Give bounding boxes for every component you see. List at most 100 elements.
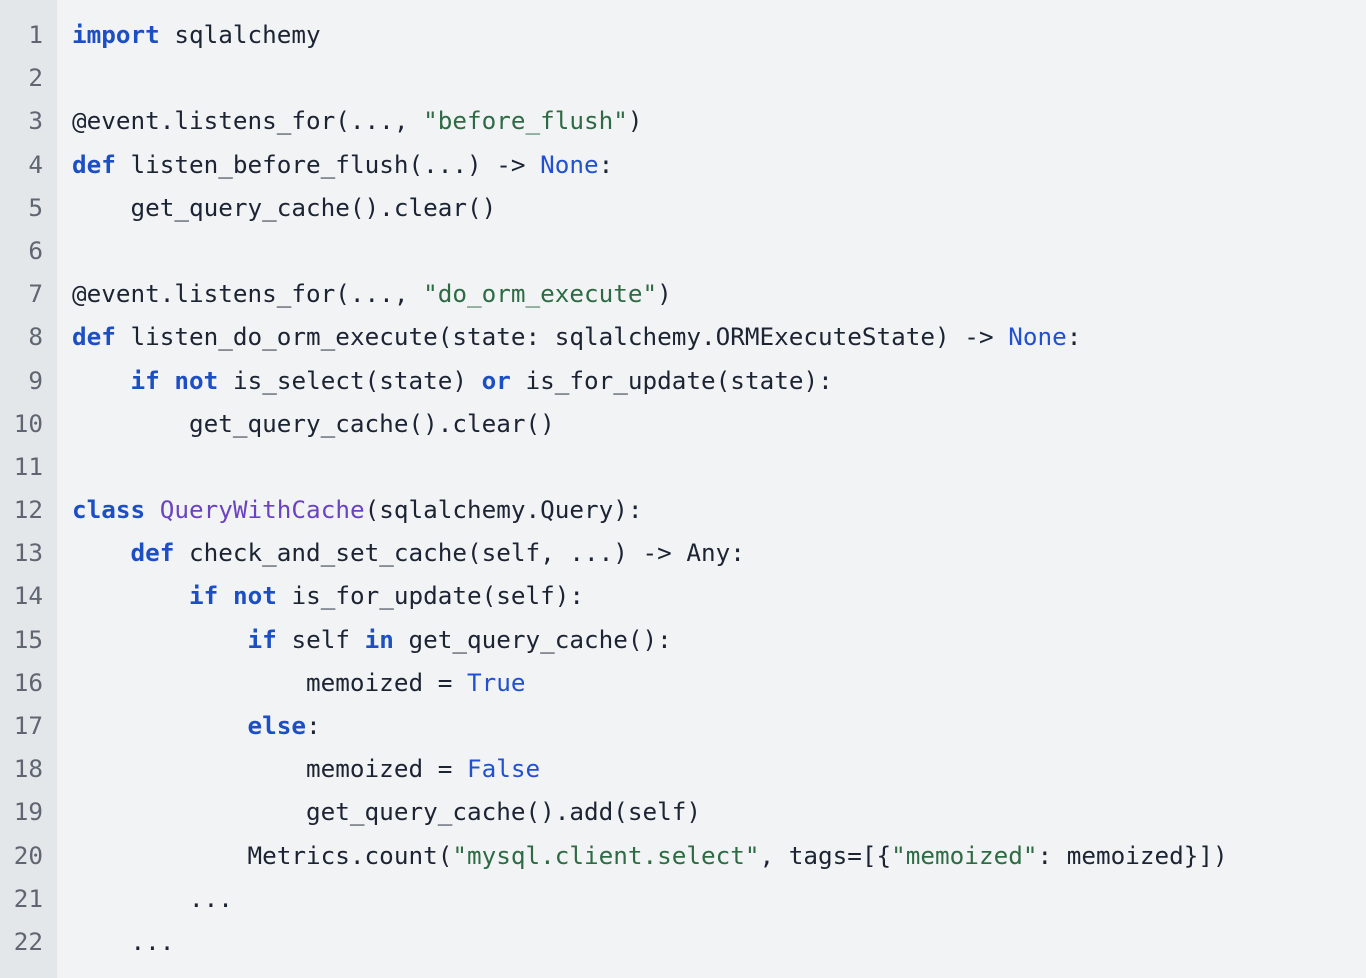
code-token: ) [657,279,672,309]
code-line: 6 [0,229,1366,272]
code-token: memoized = [72,754,467,784]
line-number: 17 [13,711,43,740]
constant-token: False [466,754,541,784]
keyword-token: not [232,581,277,611]
code-line: 22 ... [0,920,1366,963]
code-text: def listen_do_orm_execute(state: sqlalch… [72,315,1081,358]
code-text: if self in get_query_cache(): [72,618,672,661]
code-line: 19 get_query_cache().add(self) [0,790,1366,833]
code-token [72,366,131,395]
keyword-token: def [130,538,175,568]
code-line: 1 import sqlalchemy [0,13,1366,56]
code-text: import sqlalchemy [72,13,321,56]
keyword-token: def [72,149,116,179]
code-token [72,711,248,740]
code-text: ... [72,920,175,963]
string-token: "do_orm_execute" [423,279,658,309]
code-token: , tags=[{ [759,840,892,870]
constant-token: None [540,149,599,179]
code-line: 10 get_query_cache().clear() [0,402,1366,445]
keyword-token: def [72,322,116,352]
code-text: if not is_select(state) or is_for_update… [72,359,833,402]
line-number: 2 [28,63,43,93]
line-number: 14 [13,581,43,611]
code-token: get_query_cache().add(self) [72,797,702,827]
code-token: @event.listens_for(..., [72,279,424,309]
code-token: get_query_cache(): [393,624,672,654]
line-number: 9 [28,365,43,395]
line-number: 21 [13,883,43,913]
code-token [160,366,175,395]
line-number: 13 [13,538,43,568]
code-text: memoized = True [72,661,525,704]
code-token: get_query_cache().clear() [72,192,497,222]
code-token [72,581,189,610]
line-number: 3 [28,106,43,136]
line-number: 19 [13,797,43,827]
code-token: Metrics.count( [72,840,453,870]
code-text: Metrics.count("mysql.client.select", tag… [72,834,1228,877]
code-line: 3 @event.listens_for(..., "before_flush") [0,99,1366,142]
code-line: 17 else: [0,704,1366,747]
line-number: 1 [28,20,43,49]
code-token [72,625,248,654]
code-line: 21 ... [0,877,1366,920]
code-token: ) [627,106,643,136]
code-token: is_for_update(self): [276,581,585,611]
line-number: 20 [13,840,43,870]
keyword-token: import [72,20,160,49]
code-token: listen_do_orm_execute(state: sqlalchemy.… [115,322,1009,352]
code-line: 4 def listen_before_flush(...) -> None: [0,143,1366,186]
code-text: class QueryWithCache(sqlalchemy.Query): [72,488,643,531]
line-number-gutter [0,0,57,978]
code-text: memoized = False [72,747,540,790]
code-text: @event.listens_for(..., "do_orm_execute"… [72,272,672,315]
code-line: 7 @event.listens_for(..., "do_orm_execute… [0,272,1366,315]
code-token [145,495,160,524]
code-token: : memoized}]) [1037,840,1228,870]
class-name-token: QueryWithCache [159,495,365,525]
code-token: ... [72,883,233,913]
line-number: 18 [13,754,43,784]
keyword-token: if [189,581,219,611]
code-line: 11 [0,445,1366,488]
code-line: 15 if self in get_query_cache(): [0,618,1366,661]
keyword-token: if [247,624,277,654]
line-number: 7 [28,279,43,309]
line-number: 15 [13,624,43,654]
code-token: : [598,149,614,179]
line-number: 22 [13,926,43,956]
line-number: 4 [28,149,43,179]
code-token: get_query_cache().clear() [72,408,555,438]
code-text: get_query_cache().clear() [72,186,497,229]
code-token: memoized = [72,667,467,697]
code-line: 20 Metrics.count("mysql.client.select", … [0,834,1366,877]
code-token: : [1066,322,1082,352]
code-text: else: [72,704,321,747]
code-line: 18 memoized = False [0,747,1366,790]
string-token: "mysql.client.select" [452,840,760,870]
line-number: 8 [28,322,43,352]
code-token: check_and_set_cache(self, ...) -> Any: [174,538,745,568]
code-line: 8 def listen_do_orm_execute(state: sqlalc… [0,315,1366,358]
code-text: get_query_cache().add(self) [72,790,701,833]
code-line: 2 [0,56,1366,99]
keyword-token: else [247,711,307,740]
code-token: @event.listens_for(..., [72,106,424,136]
keyword-token: or [481,365,511,395]
code-text: @event.listens_for(..., "before_flush") [72,99,643,142]
code-token [72,538,131,567]
string-token: "before_flush" [423,106,628,136]
code-token: : [306,711,321,740]
constant-token: True [466,667,526,697]
code-token: listen_before_flush(...) -> [115,149,541,179]
code-token: sqlalchemy [159,20,321,49]
line-number: 11 [13,451,43,481]
line-number: 6 [28,235,43,265]
keyword-token: class [72,495,146,525]
code-line: 13 def check_and_set_cache(self, ...) ->… [0,531,1366,574]
code-token: (sqlalchemy.Query): [364,495,643,525]
code-line: 16 memoized = True [0,661,1366,704]
line-number: 16 [13,667,43,697]
